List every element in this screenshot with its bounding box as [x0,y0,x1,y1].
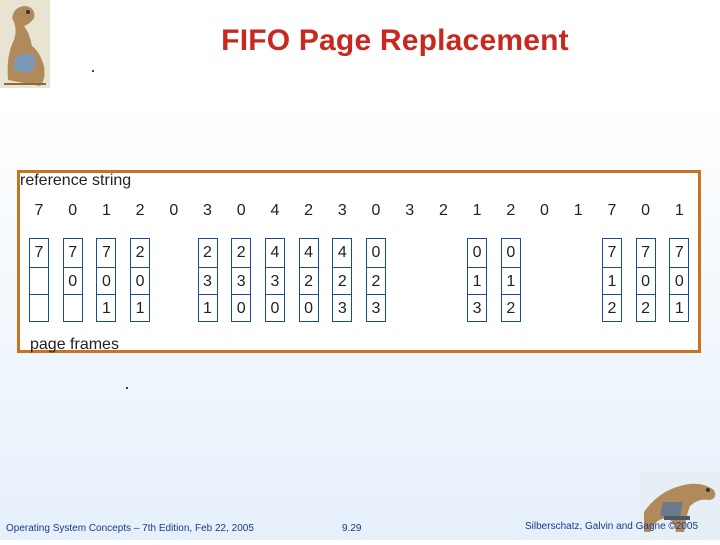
stray-dot [126,387,128,389]
frame-cell [30,267,48,295]
frame-cell: 4 [304,244,314,261]
footer-left: Operating System Concepts – 7th Edition,… [6,523,254,534]
frame-cell: 0 [670,267,689,295]
frame-cell: 0 [63,267,82,295]
frame-cell: 0 [371,244,381,261]
reference-string-item: 1 [573,202,583,219]
frame-cell: 7 [607,244,617,261]
frame-cell: 1 [198,294,217,322]
frame-cell: 4 [337,244,347,261]
frame-cell: 0 [299,294,318,322]
frame-cell: 0 [97,267,116,295]
frame-cell: 2 [602,294,621,322]
frame-cell: 7 [641,244,651,261]
frame-cell: 0 [232,294,251,322]
reference-string-item: 0 [371,202,381,219]
frame-cell: 2 [501,294,520,322]
reference-string-item: 2 [304,202,314,219]
frame-cell: 0 [472,244,482,261]
frame-cell: 3 [232,267,251,295]
frame-cell: 0 [265,294,284,322]
reference-string-item: 0 [68,202,78,219]
frame-cell [30,294,48,322]
page-title: FIFO Page Replacement [221,24,569,57]
reference-string-item: 3 [405,202,415,219]
frame-column: 7 [29,238,49,322]
dinosaur-laptop-icon [640,472,720,540]
frame-cell [63,294,82,322]
frame-cell: 3 [333,294,352,322]
frame-cell: 2 [203,244,212,261]
reference-string-item: 2 [506,202,516,219]
frame-cell: 3 [367,294,385,322]
reference-string-item: 0 [236,202,246,219]
reference-string-item: 0 [169,202,179,219]
dinosaur-logo-icon [0,0,50,88]
frame-cell: 0 [506,244,516,261]
reference-string-item: 7 [34,202,44,219]
frame-cell: 3 [468,294,487,322]
reference-string-item: 2 [438,202,448,219]
frame-cell: 2 [636,294,655,322]
reference-string-item: 2 [135,202,145,219]
frame-cell: 1 [131,294,150,322]
reference-string-item: 4 [270,202,280,219]
frame-cell: 2 [299,267,318,295]
frame-cell: 7 [68,244,78,261]
reference-string-item: 3 [337,202,347,219]
stray-dot [92,70,94,72]
reference-string-item: 3 [203,202,212,219]
frame-cell: 1 [501,267,520,295]
frame-cell: 2 [135,244,145,261]
frame-cell: 3 [265,267,284,295]
frame-cell: 2 [367,267,385,295]
footer-right: Silberschatz, Galvin and Gagne ©2005 [525,521,699,532]
frame-cell: 0 [636,267,655,295]
reference-string-item: 0 [540,202,549,219]
fifo-diagram-frame [17,170,701,353]
frame-cell: 4 [270,244,280,261]
frame-cell: 1 [468,267,487,295]
frame-cell: 7 [101,244,111,261]
reference-string-item: 1 [472,202,482,219]
frame-cell: 1 [670,294,689,322]
reference-string-label: reference string [20,172,132,189]
footer-page-number: 9.29 [342,523,362,534]
frame-cell: 2 [333,267,352,295]
reference-string-item: 0 [641,202,651,219]
reference-string-item: 1 [101,202,111,219]
frame-cell: 7 [34,244,44,261]
frame-cell: 3 [198,267,217,295]
frame-cell: 2 [236,244,246,261]
frame-cell: 0 [131,267,150,295]
frame-cell: 1 [602,267,621,295]
frame-cell: 1 [97,294,116,322]
page-frames-label: page frames [30,336,119,353]
reference-string-item: 7 [607,202,617,219]
reference-string-item: 1 [674,202,684,219]
frame-cell: 7 [674,244,684,261]
